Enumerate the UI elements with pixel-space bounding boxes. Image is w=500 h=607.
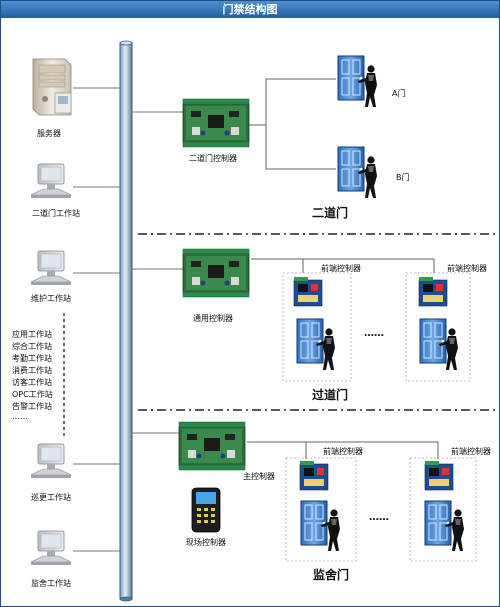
maintenance-workstation-label: 维护工作站: [31, 293, 71, 303]
cell-door-icon: [424, 500, 452, 546]
front-unit-group-4: [409, 457, 477, 562]
front-unit-group-1: [282, 272, 352, 382]
server-icon: [32, 58, 72, 116]
corridor-door-icon: [296, 318, 324, 364]
workstation-icon-cell: [30, 530, 72, 566]
two-door-controller-board: [182, 98, 250, 148]
server-label: 服务器: [37, 128, 61, 138]
two-door-controller-label: 二道门控制器: [189, 153, 237, 163]
cell-door-icon: [300, 500, 328, 546]
section-title-corridor: 过道门: [312, 387, 348, 402]
diagram-title: 门禁结构图: [1, 1, 499, 18]
list-item: 综合工作站: [12, 341, 52, 351]
list-item: OPC工作站: [12, 389, 53, 399]
door-a-icon: [337, 55, 365, 101]
list-item: 应用工作站: [12, 329, 52, 339]
door-b-label: B门: [396, 172, 410, 182]
field-controller-label: 现场控制器: [186, 537, 226, 547]
list-item: 访客工作站: [12, 377, 52, 387]
other-workstations-list: 应用工作站 综合工作站 考勤工作站 消费工作站 访客工作站 OPC工作站 告警工…: [12, 329, 53, 421]
front-controller-icon: [424, 460, 454, 491]
main-controller-board: [178, 421, 246, 471]
front-controller-icon: [299, 460, 329, 491]
workstation-icon-patrol: [30, 443, 72, 479]
front-controller-icon: [418, 276, 448, 307]
workstation-icon-two-door: [30, 163, 72, 199]
list-item: 告警工作站: [12, 401, 52, 411]
corridor-door-icon: [419, 318, 447, 364]
front-controller-label: 前端控制器: [447, 263, 487, 273]
workstation-icon-maintenance: [30, 250, 72, 286]
main-controller-label: 主控制器: [243, 471, 275, 481]
list-item: 考勤工作站: [12, 353, 52, 363]
door-a-label: A门: [392, 88, 405, 98]
section-title-two-door: 二道门: [312, 205, 348, 220]
diagram-canvas: 服务器 二道门工作站 维护工作站 应用工作站 综合工作站 考勤工作站 消费工作站…: [12, 40, 495, 602]
front-controller-label: 前端控制器: [321, 263, 361, 273]
general-controller-label: 通用控制器: [193, 313, 233, 323]
front-unit-group-3: [285, 457, 357, 562]
section-title-cell: 监舍门: [313, 567, 349, 582]
patrol-workstation-label: 巡更工作站: [31, 492, 71, 502]
cell-workstation-label: 监舍工作站: [31, 578, 71, 588]
front-controller-icon: [293, 276, 323, 307]
network-bus: [119, 42, 133, 600]
front-controller-label: 前端控制器: [323, 446, 363, 456]
front-unit-group-2: [405, 272, 471, 382]
more-doors-ellipsis: ……: [364, 328, 384, 339]
list-item: 消费工作站: [12, 365, 52, 375]
general-controller-board: [182, 248, 250, 298]
field-controller-icon: [191, 487, 221, 533]
door-b-icon: [337, 146, 365, 192]
two-door-workstation-label: 二道门工作站: [32, 208, 80, 218]
list-item: ……: [12, 412, 28, 421]
more-doors-ellipsis: ……: [369, 512, 389, 523]
front-controller-label: 前端控制器: [451, 446, 491, 456]
